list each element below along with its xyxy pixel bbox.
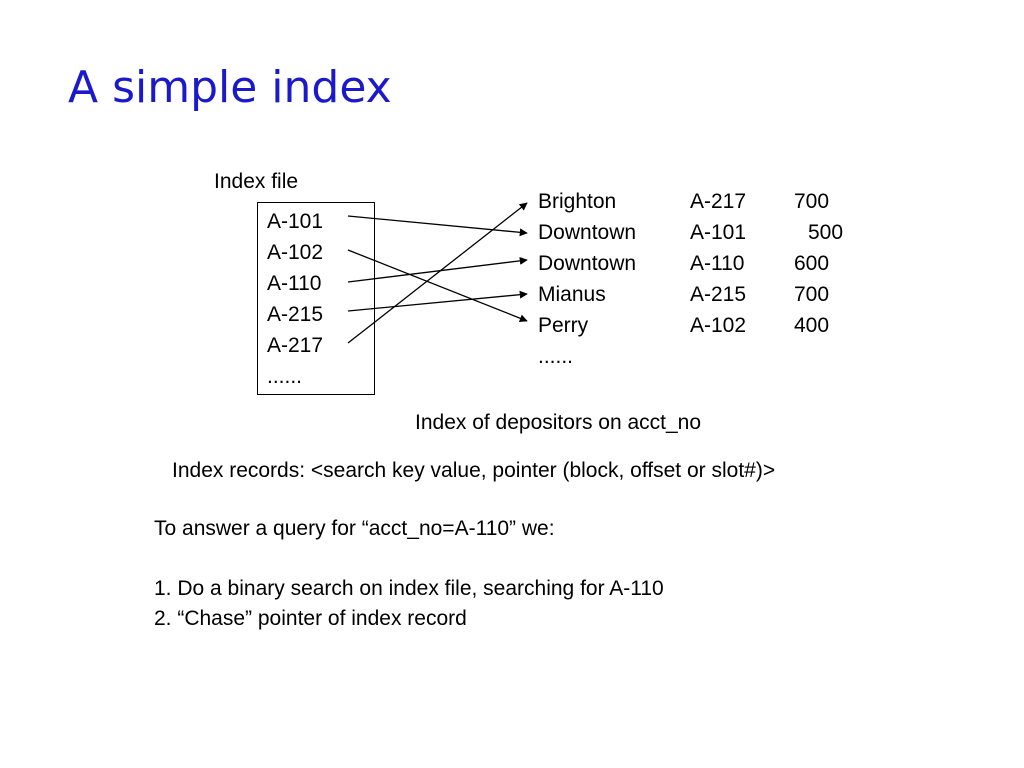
record-balance: 700: [794, 190, 830, 213]
record-branch: Perry: [538, 314, 589, 337]
pointer-arrow-a102: [347, 249, 528, 323]
record-branch: Brighton: [538, 190, 617, 213]
record-balance: 600: [794, 252, 830, 275]
pointer-arrow-a217: [347, 202, 528, 344]
record-branch: Mianus: [538, 283, 606, 306]
record-branch: Downtown: [538, 252, 637, 275]
slide-title: A simple index: [68, 62, 392, 113]
query-step: 1. Do a binary search on index file, sea…: [154, 577, 664, 600]
index-entry: A-101: [267, 210, 324, 233]
record-row: Downtown A-101 500: [538, 217, 858, 248]
record-row: Mianus A-215 700: [538, 279, 858, 310]
index-entry: A-215: [267, 303, 324, 326]
query-step: 2. “Chase” pointer of index record: [154, 607, 467, 630]
depositors-index-caption: Index of depositors on acct_no: [415, 411, 702, 434]
index-file-entries: A-101 A-102 A-110 A-215 A-217 ......: [267, 206, 323, 392]
record-acct-no: A-101: [690, 221, 747, 244]
index-file-label: Index file: [214, 170, 299, 193]
index-entry: A-110: [267, 272, 322, 295]
pointer-arrow-a110: [347, 256, 528, 283]
record-row: Perry A-102 400: [538, 310, 858, 341]
record-balance: 500: [808, 221, 844, 244]
index-entry: A-217: [267, 334, 324, 357]
index-entry: ......: [267, 365, 303, 388]
record-branch: Downtown: [538, 221, 637, 244]
index-entry: A-102: [267, 241, 324, 264]
record-acct-no: A-217: [690, 190, 747, 213]
depositor-records: Brighton A-217 700 Downtown A-101 500 Do…: [538, 186, 858, 372]
record-row: Brighton A-217 700: [538, 186, 858, 217]
record-balance: 700: [794, 283, 830, 306]
record-balance: 400: [794, 314, 830, 337]
record-acct-no: A-215: [690, 283, 747, 306]
pointer-arrow-a215: [347, 290, 528, 312]
record-row: ......: [538, 341, 858, 372]
record-row: Downtown A-110 600: [538, 248, 858, 279]
index-file-box: [257, 202, 375, 395]
record-acct-no: A-110: [690, 252, 745, 275]
record-acct-no: A-102: [690, 314, 747, 337]
pointer-arrow-a101: [347, 215, 528, 237]
query-intro: To answer a query for “acct_no=A-110” we…: [154, 517, 555, 540]
index-records-caption: Index records: <search key value, pointe…: [172, 459, 776, 482]
record-branch: ......: [538, 345, 574, 368]
